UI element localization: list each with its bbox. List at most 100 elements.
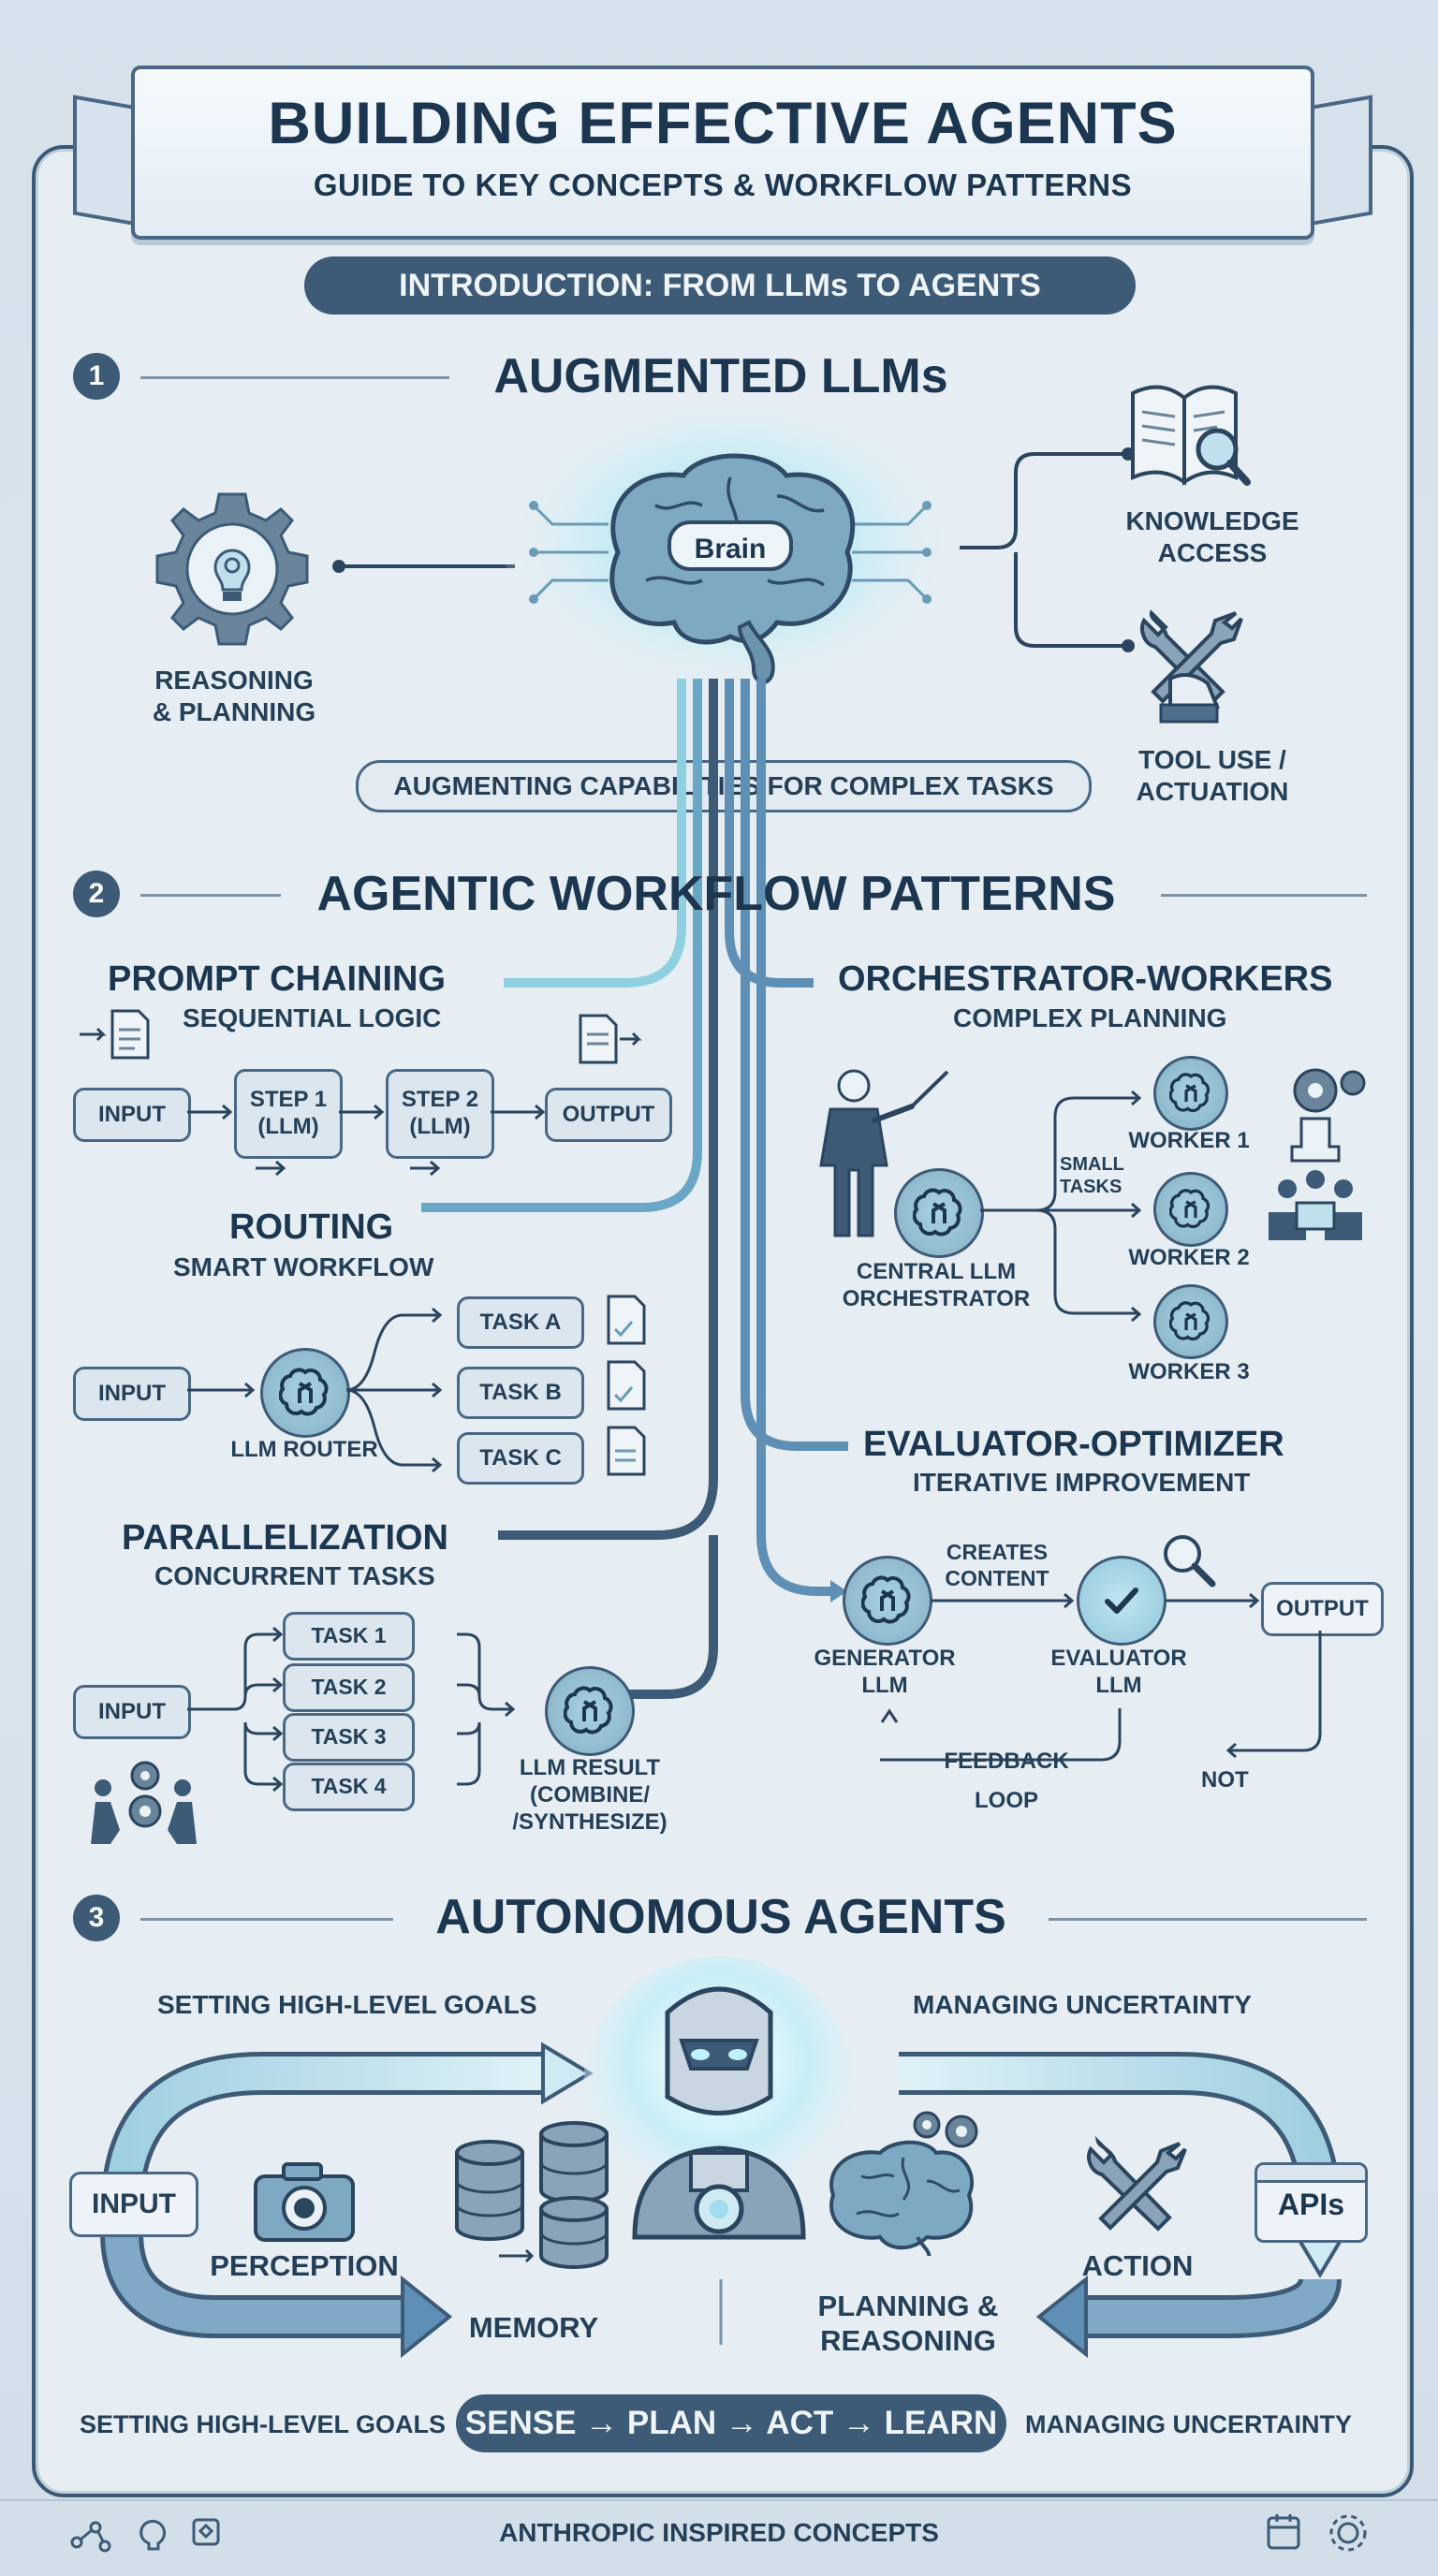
worker-1-label: WORKER 1 — [1128, 1128, 1250, 1153]
routing-arrows — [187, 1307, 443, 1473]
llm-result-label: LLM RESULT (COMBINE/ /SYNTHESIZE) — [512, 1755, 668, 1835]
worker-2-llm-icon — [1153, 1172, 1228, 1247]
footer-left-icons — [70, 2518, 220, 2553]
orchestrator-subtitle: COMPLEX PLANNING — [953, 1003, 1227, 1032]
prompt-step1-box: STEP 1 (LLM) — [234, 1069, 343, 1159]
routing-task-c-box: TASK C — [457, 1432, 584, 1485]
right-connectors — [960, 447, 1135, 652]
action-label: ACTION — [1081, 2249, 1194, 2282]
section-3-title: AUTONOMOUS AGENTS — [435, 1890, 1006, 1944]
perception-label: PERCEPTION — [210, 2249, 399, 2282]
section-2-number: 2 — [73, 871, 120, 917]
routing-input-box: INPUT — [73, 1367, 191, 1421]
evaluator-flow-arrows — [880, 1592, 1322, 1762]
creates-content-label: CREATES CONTENT — [945, 1540, 1049, 1590]
uncertainty-bottom-label: MANAGING UNCERTAINTY — [1025, 2410, 1352, 2438]
llm-router-label: LLM ROUTER — [230, 1437, 378, 1462]
small-tasks-label: SMALL TASKS — [1060, 1154, 1124, 1197]
prompt-chaining-title: PROMPT CHAINING — [108, 959, 446, 999]
central-llm-icon — [894, 1168, 984, 1258]
agent-input-box: INPUT — [69, 2172, 198, 2237]
memory-database-icon — [455, 2121, 609, 2269]
document-input-icon — [80, 1009, 150, 1060]
routing-subtitle: SMART WORKFLOW — [173, 1252, 434, 1281]
feedback-arrowhead — [880, 1708, 899, 1723]
title-banner: BUILDING EFFECTIVE AGENTS GUIDE TO KEY C… — [131, 66, 1314, 240]
feedback-label: FEEDBACK — [944, 1749, 1069, 1774]
goals-top-label: SETTING HIGH-LEVEL GOALS — [157, 1990, 537, 2019]
robot-arm-team-icon — [1269, 1068, 1366, 1240]
worker-1-llm-icon — [1153, 1056, 1228, 1131]
evaluator-subtitle: ITERATIVE IMPROVEMENT — [913, 1468, 1251, 1497]
evaluator-check-icon — [1077, 1556, 1167, 1646]
goals-bottom-label: SETTING HIGH-LEVEL GOALS — [80, 2410, 447, 2438]
orchestrator-arrows — [980, 1090, 1142, 1323]
worker-3-llm-icon — [1153, 1284, 1228, 1359]
parallel-arrows — [187, 1626, 516, 1793]
generator-llm-label: GENERATOR LLM — [814, 1646, 956, 1698]
section-1-rule-left — [140, 376, 449, 379]
section-3-rule-right — [1049, 1918, 1367, 1921]
planning-brain-icon — [829, 2140, 975, 2256]
parallel-task-2-box: TASK 2 — [283, 1663, 415, 1712]
planning-gears-icon — [913, 2111, 978, 2148]
parallel-input-box: INPUT — [73, 1685, 191, 1739]
section-3-rule-left — [140, 1918, 393, 1921]
section-2-rule-right — [1161, 894, 1367, 897]
routing-task-a-box: TASK A — [457, 1296, 584, 1349]
section-2-rule-left — [140, 894, 281, 897]
loop-label: LOOP — [974, 1788, 1038, 1813]
knowledge-access-label: KNOWLEDGE ACCESS — [1125, 506, 1299, 567]
apis-label: APIs — [1277, 2188, 1345, 2221]
evaluator-output-box: OUTPUT — [1261, 1582, 1384, 1636]
prompt-chaining-subtitle: SEQUENTIAL LOGIC — [183, 1003, 442, 1032]
prompt-output-box: OUTPUT — [545, 1088, 672, 1142]
action-tools-icon — [1087, 2135, 1187, 2232]
orchestrator-title: ORCHESTRATOR-WORKERS — [838, 959, 1333, 999]
reasoning-gear-bulb-icon — [155, 492, 309, 646]
section-1-number: 1 — [73, 353, 120, 400]
team-gears-icon — [91, 1761, 197, 1844]
section-2-title: AGENTIC WORKFLOW PATTERNS — [316, 867, 1116, 921]
cycle-pill: SENSE → PLAN → ACT → LEARN — [456, 2394, 1006, 2452]
planning-reasoning-label: PLANNING & REASONING — [817, 2290, 999, 2358]
central-llm-label: CENTRAL LLM ORCHESTRATOR — [842, 1259, 1031, 1311]
routing-task-checklist-icons — [607, 1295, 646, 1476]
tools-hand-icon — [1140, 609, 1243, 724]
apis-box: APIs — [1255, 2162, 1368, 2243]
parallel-task-4-box: TASK 4 — [283, 1763, 415, 1811]
llm-result-icon — [545, 1666, 635, 1756]
uncertainty-top-label: MANAGING UNCERTAINTY — [913, 1990, 1252, 2019]
memory-label: MEMORY — [468, 2311, 599, 2344]
not-label: NOT — [1201, 1767, 1249, 1793]
prompt-chain-arrows — [187, 1104, 546, 1177]
parallel-task-1-box: TASK 1 — [283, 1612, 415, 1661]
parallel-task-3-box: TASK 3 — [283, 1713, 415, 1762]
parallelization-title: PARALLELIZATION — [122, 1518, 448, 1558]
magnifier-icon — [1164, 1535, 1216, 1588]
parallelization-subtitle: CONCURRENT TASKS — [154, 1561, 435, 1590]
brain-icon — [506, 407, 955, 707]
prompt-input-box: INPUT — [73, 1088, 191, 1142]
section-1-caption: AUGMENTING CAPABILITIES FOR COMPLEX TASK… — [356, 760, 1092, 812]
camera-icon — [254, 2162, 355, 2242]
generator-llm-icon — [843, 1556, 932, 1646]
reasoning-planning-label: REASONING & PLANNING — [152, 666, 316, 726]
document-output-icon — [579, 1014, 642, 1064]
tool-use-label: TOOL USE / ACTUATION — [1136, 745, 1289, 806]
prompt-step2-box: STEP 2 (LLM) — [386, 1069, 494, 1159]
robot-agent-icon — [583, 1956, 855, 2240]
footer-right-icons — [1267, 2514, 1367, 2552]
page-subtitle: GUIDE TO KEY CONCEPTS & WORKFLOW PATTERN… — [313, 168, 1133, 202]
evaluator-llm-label: EVALUATOR LLM — [1050, 1646, 1187, 1698]
footer-text: ANTHROPIC INSPIRED CONCEPTS — [499, 2518, 939, 2547]
presenter-person-icon — [819, 1069, 949, 1237]
section-1-title: AUGMENTED LLMs — [493, 349, 948, 403]
intro-pill: INTRODUCTION: FROM LLMs TO AGENTS — [304, 256, 1136, 315]
brain-label: Brain — [694, 534, 767, 564]
reasoning-connector — [332, 560, 515, 573]
footer-divider — [0, 2499, 1438, 2501]
routing-task-b-box: TASK B — [457, 1367, 584, 1419]
apis-window-bar — [1257, 2165, 1365, 2183]
